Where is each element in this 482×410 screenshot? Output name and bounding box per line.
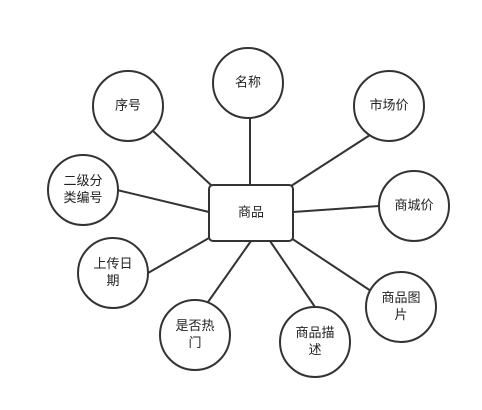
attribute-label: 类编号 <box>63 191 102 206</box>
attribute-label: 二级分 <box>63 174 102 189</box>
attribute-index: 序号 <box>92 70 164 142</box>
entity-product: 商品 <box>208 184 294 242</box>
attribute-label: 序号 <box>115 99 141 114</box>
attribute-label: 门 <box>188 336 201 351</box>
attribute-ellipse <box>365 271 437 343</box>
edges <box>116 118 380 308</box>
attribute-ellipse <box>353 70 425 142</box>
attribute-label: 述 <box>308 343 321 358</box>
attribute-ellipse <box>77 237 149 309</box>
attribute-ellipse <box>378 170 450 242</box>
edge-market-price <box>290 134 371 187</box>
entity-label: 商品 <box>238 206 264 221</box>
attribute-label: 名称 <box>235 75 261 91</box>
edge-is-hot <box>207 240 252 303</box>
attribute-label: 是否热 <box>175 319 214 334</box>
attribute-ellipse <box>279 306 351 378</box>
edge-upload-date <box>147 237 210 274</box>
attribute-label: 商品描 <box>295 326 334 341</box>
attribute-ellipse <box>92 70 164 142</box>
attribute-label: 片 <box>394 308 407 323</box>
attribute-label: 上传日 <box>93 257 132 272</box>
attribute-label: 市场价 <box>369 98 408 114</box>
edge-description <box>269 240 316 308</box>
edge-category-code <box>116 189 210 213</box>
entity-box <box>208 184 294 242</box>
edge-index <box>152 130 213 187</box>
attribute-name: 名称 <box>212 47 284 119</box>
attribute-shop-price: 商城价 <box>378 170 450 242</box>
attribute-label: 商城价 <box>394 199 433 214</box>
attribute-label: 商品图 <box>381 291 420 306</box>
attribute-label: 期 <box>106 274 119 289</box>
attribute-market-price: 市场价 <box>353 70 425 142</box>
attribute-nodes: 名称序号市场价二级分类编号商城价上传日期商品图片是否热门商品描述 <box>47 47 450 378</box>
attribute-ellipse <box>212 47 284 119</box>
attribute-ellipse <box>159 299 231 371</box>
edge-shop-price <box>292 205 380 213</box>
attribute-ellipse <box>47 154 119 226</box>
edge-image <box>290 237 372 292</box>
